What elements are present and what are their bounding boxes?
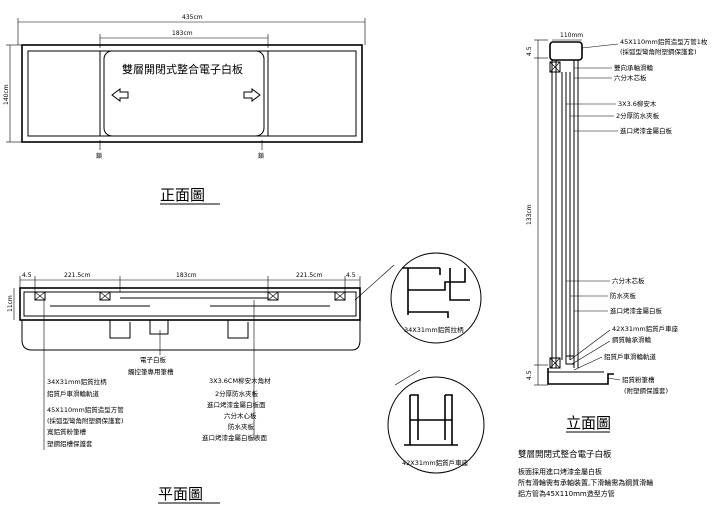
section-dim-bottom-margin: 4.5 — [526, 370, 533, 380]
notes: 雙層開閉式整合電子白板 板面採用進口烤漆金屬白板 所有滑輪需有承軸裝置,下滑輪需… — [518, 449, 653, 498]
plan-dim-depth: 11cm — [7, 295, 14, 312]
detail-profile-b-label: 42X31mm鋁質戶車座 — [402, 458, 469, 467]
section-label-top-6: 進口烤漆金屬白板 — [620, 126, 673, 135]
section-label-top-3: 六分木芯板 — [614, 73, 647, 82]
front-dim-height: 140cm — [3, 84, 10, 105]
plan-dim-right-margin: 4.5 — [346, 272, 356, 279]
front-dim-center: 183cm — [172, 30, 193, 37]
plan-view: 4.5 221.5cm 183cm 221.5cm 4.5 11cm 電子白板 … — [7, 272, 361, 504]
plan-label-right-1: 2分厚防水夾板 — [215, 389, 259, 398]
notes-line-2: 鋁方管為45X110mm造型方管 — [518, 489, 615, 498]
plan-label-center-1: 觸控筆專用筆槽 — [128, 367, 174, 376]
front-view: 435cm 183cm 140cm 雙層開閉式整合電子白板 鎖 鎖 正面圖 — [3, 14, 366, 205]
section-label-bottom-7: (附塑鋼保護套) — [624, 386, 668, 395]
detail-profile-a-label: 34X31mm鋁質拉柄 — [404, 325, 464, 334]
section-dim-top-margin: 4.5 — [526, 46, 533, 56]
front-dim-total: 435cm — [182, 14, 203, 21]
arrow-right-icon — [111, 88, 129, 102]
plan-label-right-2: 進口烤漆金屬白板面 — [207, 400, 266, 409]
section-label-bottom-2: 進口烤漆金屬白板 — [610, 306, 663, 315]
plan-label-right-3: 六分木心板 — [224, 411, 257, 420]
plan-label-left-4: 寬鋁質粉筆槽 — [47, 427, 87, 436]
section-label-top-2: 雙向承軸滑輪 — [614, 63, 654, 72]
detail-profile-b: 42X31mm鋁質戶車座 — [387, 369, 485, 474]
notes-title: 雙層開閉式整合電子白板 — [518, 449, 612, 460]
front-lock-left: 鎖 — [96, 152, 102, 160]
plan-label-left-3: (採弧型彎角附塑鋼保護套) — [47, 416, 124, 425]
section-label-top-0: 45X110mm鋁質造型方管1枚 — [620, 37, 708, 46]
section-label-top-5: 2分厚防水夾板 — [616, 111, 660, 120]
section-label-bottom-4: 鋼質軸承滑輪 — [612, 335, 652, 344]
plan-label-right-0: 3X3.6CM柳安木角材 — [209, 376, 271, 385]
front-view-caption: 正面圖 — [160, 186, 205, 204]
plan-label-left-0: 34X31mm鋁質拉柄 — [47, 377, 107, 386]
section-view-caption: 立面圖 — [566, 414, 611, 432]
plan-label-left-1: 鋁質戶車滑輪軌道 — [47, 389, 100, 398]
section-dim-top: 110mm — [560, 32, 583, 39]
arrow-left-icon — [243, 88, 261, 102]
plan-dim-left: 221.5cm — [64, 272, 90, 279]
plan-dim-left-margin: 4.5 — [22, 272, 32, 279]
section-label-bottom-5: 鋁質戶車滑輪軌道 — [604, 352, 657, 361]
section-label-bottom-3: 42X31mm鋁質戶車座 — [612, 324, 679, 333]
plan-label-right-4: 防水夾板 — [228, 422, 255, 431]
section-label-bottom-6: 鋁質粉筆槽 — [622, 375, 655, 384]
section-label-top-4: 3X3.6柳安木 — [618, 99, 657, 108]
detail-profile-a: 34X31mm鋁質拉柄 — [354, 252, 482, 344]
notes-line-0: 板面採用進口烤漆金屬白板 — [518, 467, 602, 476]
section-label-bottom-1: 防水夾板 — [610, 291, 637, 300]
section-dim-height: 133cm — [526, 204, 533, 225]
plan-label-left-5: 塑鋼鋁槽保護套 — [47, 439, 93, 448]
notes-line-1: 所有滑輪需有承軸裝置,下滑輪需為鋼質滑輪 — [518, 478, 653, 487]
plan-label-left-2: 45X110mm鋁質造型方管 — [47, 405, 124, 414]
front-board-title: 雙層開閉式整合電子白板 — [122, 62, 243, 76]
section-view: 110mm 4.5 133cm 4.5 — [526, 32, 708, 433]
plan-view-caption: 平面圖 — [158, 485, 203, 503]
section-label-top-1: (採弧型彎角附塑鋼保護套) — [620, 47, 697, 56]
plan-dim-center: 183cm — [176, 272, 197, 279]
plan-dim-right: 221.5cm — [296, 272, 322, 279]
plan-label-right-5: 進口烤漆金屬白板表面 — [202, 433, 268, 442]
front-lock-right: 鎖 — [258, 152, 264, 160]
plan-label-center-0: 電子白板 — [140, 355, 167, 364]
section-label-bottom-0: 六分木芯板 — [612, 276, 645, 285]
